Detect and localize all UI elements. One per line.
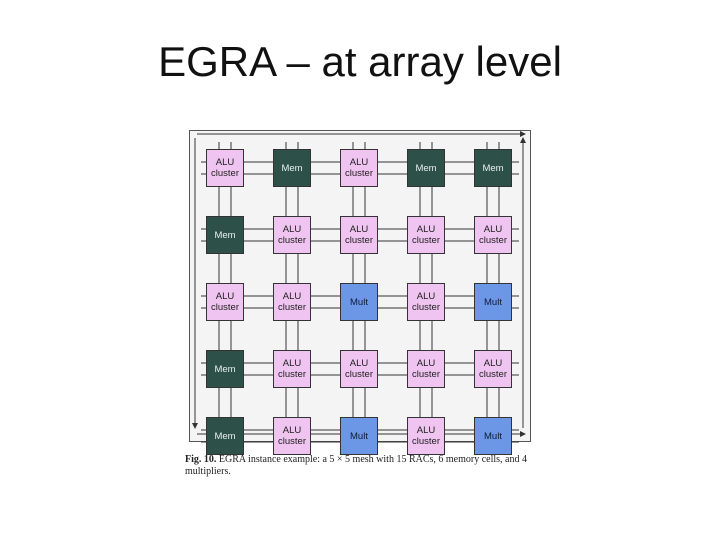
cell-label-line2: cluster (345, 235, 373, 246)
cell-label-line1: ALU (282, 291, 302, 302)
cell-label-line2: cluster (211, 168, 239, 179)
cell-label-line1: Mult (484, 296, 502, 308)
cell-label-line1: Mem (214, 363, 236, 375)
cell-label-line1: ALU (483, 224, 503, 235)
cell-label-line1: Mem (214, 229, 236, 241)
cell-label-line1: ALU (215, 157, 235, 168)
cell-label-line1: Mult (350, 296, 368, 308)
cell-label-line1: ALU (349, 224, 369, 235)
slide-title: EGRA – at array level (158, 38, 562, 85)
cell-label-line1: Mult (484, 430, 502, 442)
mult-cell: Mult (340, 417, 378, 455)
mult-cell: Mult (474, 283, 512, 321)
cell-label-line2: cluster (479, 369, 507, 380)
cell-label-line1: Mem (415, 162, 437, 174)
cell-label-line1: Mem (482, 162, 504, 174)
cell-label-line2: cluster (278, 369, 306, 380)
cell-label-line1: Mem (281, 162, 303, 174)
mem-cell: Mem (407, 149, 445, 187)
cell-label-line2: cluster (479, 235, 507, 246)
cell-label-line2: cluster (412, 302, 440, 313)
mem-cell: Mem (206, 216, 244, 254)
cell-label-line2: cluster (412, 436, 440, 447)
cell-label-line1: ALU (282, 224, 302, 235)
cell-label-line2: cluster (278, 436, 306, 447)
cell-label-line1: ALU (416, 291, 436, 302)
mem-cell: Mem (273, 149, 311, 187)
mem-cell: Mem (474, 149, 512, 187)
cell-label-line1: ALU (416, 224, 436, 235)
cell-label-line1: ALU (282, 358, 302, 369)
mem-cell: Mem (206, 417, 244, 455)
cell-label-line1: ALU (215, 291, 235, 302)
caption-text: EGRA instance example: a 5 × 5 mesh with… (185, 454, 527, 477)
cell-label-line1: ALU (416, 358, 436, 369)
cell-label-line1: Mult (350, 430, 368, 442)
cell-label-line2: cluster (211, 302, 239, 313)
cell-label-line1: ALU (349, 358, 369, 369)
mult-cell: Mult (474, 417, 512, 455)
cell-label-line2: cluster (412, 369, 440, 380)
cell-label-line2: cluster (278, 235, 306, 246)
cell-label-line1: Mem (214, 430, 236, 442)
cell-label-line2: cluster (412, 235, 440, 246)
mem-cell: Mem (206, 350, 244, 388)
mult-cell: Mult (340, 283, 378, 321)
figure-caption: Fig. 10. EGRA instance example: a 5 × 5 … (185, 454, 537, 478)
cell-label-line2: cluster (278, 302, 306, 313)
cell-label-line1: ALU (416, 425, 436, 436)
cell-label-line2: cluster (345, 369, 373, 380)
cell-label-line1: ALU (282, 425, 302, 436)
cell-label-line1: ALU (349, 157, 369, 168)
cell-label-line1: ALU (483, 358, 503, 369)
caption-label: Fig. 10. (185, 454, 217, 465)
cell-label-line2: cluster (345, 168, 373, 179)
